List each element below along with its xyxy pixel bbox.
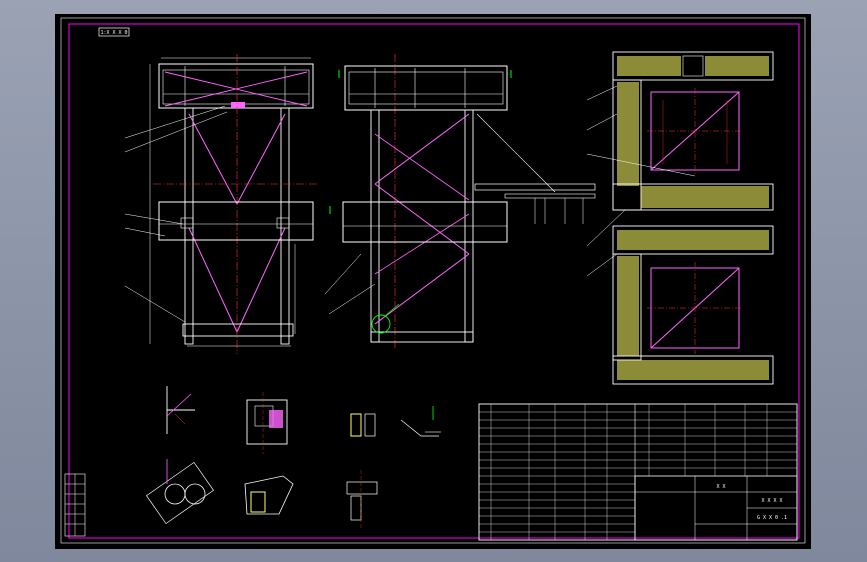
section-view-bottom [586,225,774,385]
title-block-name: X X [716,484,725,490]
title-label-text: 1:X X X 0 [100,30,127,36]
front-view [124,54,317,354]
title-block-drawing-number: G X X 0 .1 [757,515,787,521]
title-label-box [98,27,130,37]
drawing-frame [68,23,800,539]
parts-list-table [478,403,798,541]
outer-border [60,17,806,544]
section-view-top [586,51,774,247]
detail-views [146,386,441,530]
revision-table [64,473,86,537]
drawing-sheet: 1:X X X 0 [55,14,811,549]
title-block-part-name: X X X X [761,498,782,504]
side-view [324,54,596,349]
cad-drawing: 1:X X X 0 [60,17,806,544]
